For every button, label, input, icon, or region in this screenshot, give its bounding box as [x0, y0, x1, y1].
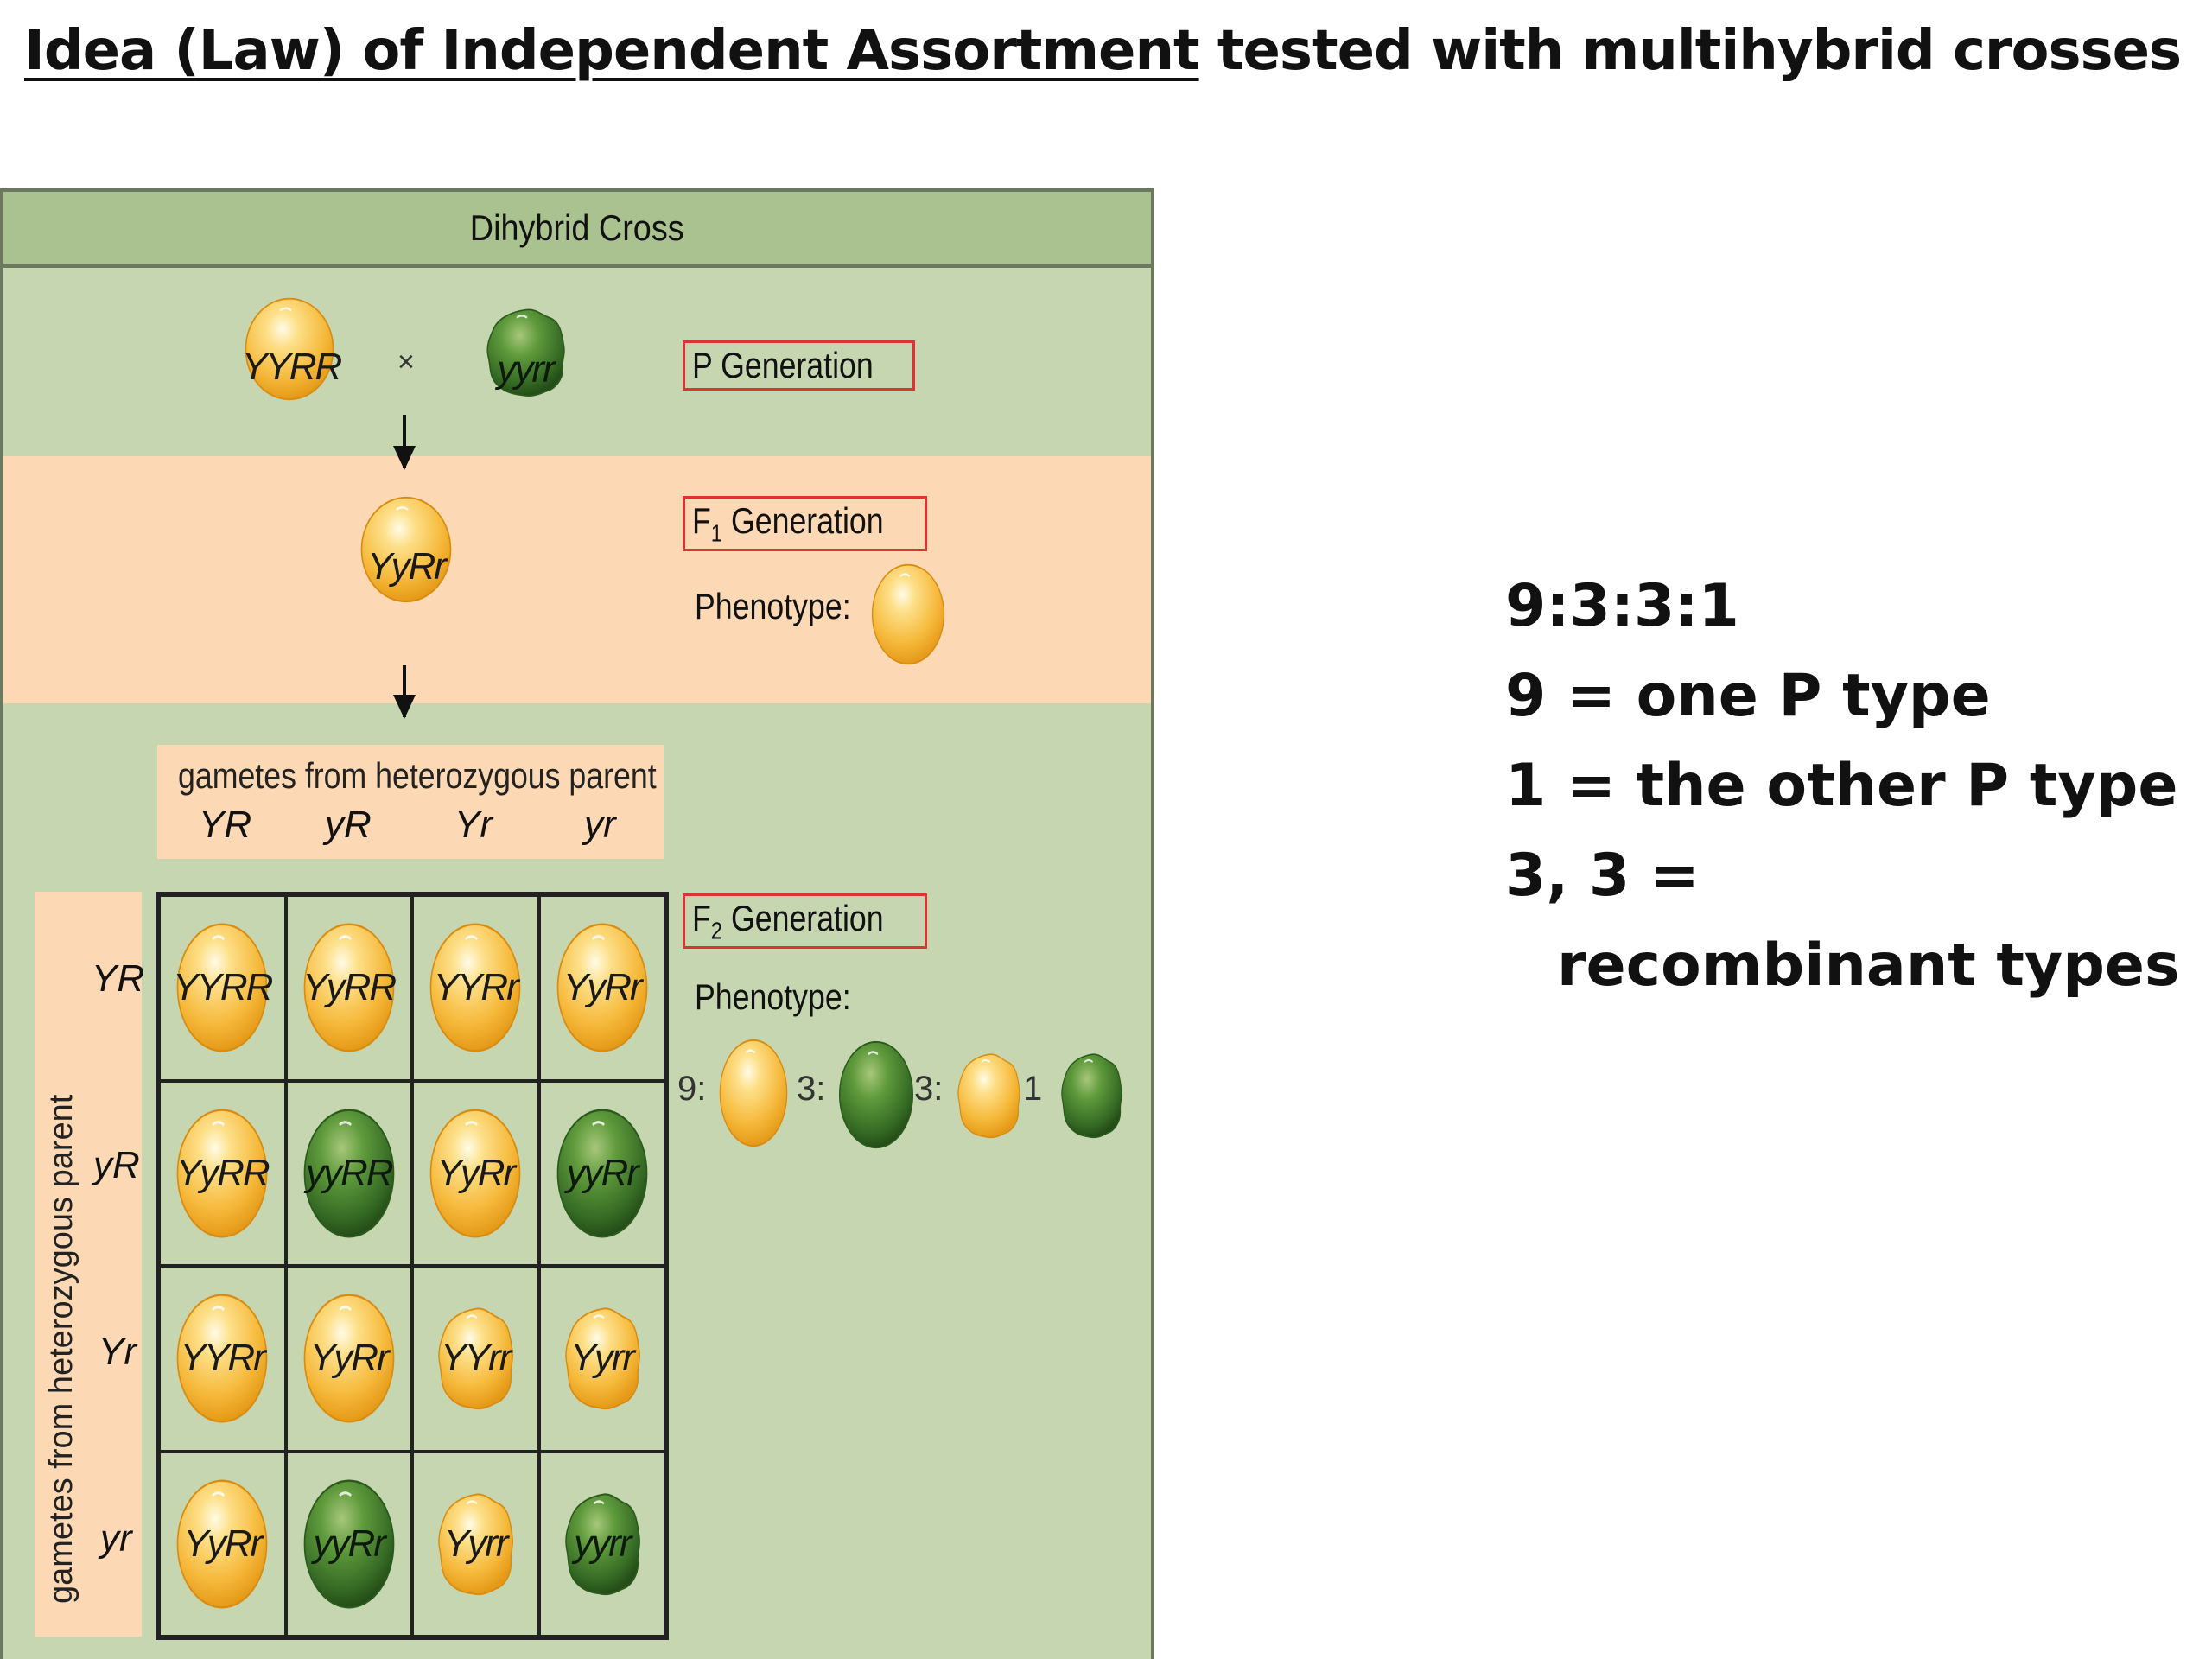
- punnett-genotype: yyRr: [313, 1522, 386, 1565]
- punnett-cell: Yyrr: [538, 1266, 665, 1452]
- f1-yellow-round-pea-icon: [358, 494, 454, 605]
- notes-line-1: 1 = the other P type: [1505, 752, 2178, 820]
- punnett-genotype: yyRr: [566, 1151, 639, 1194]
- notes-line-3-3: 3, 3 =: [1505, 842, 1700, 910]
- top-gamete-yR: yR: [325, 804, 372, 846]
- yellow-wrinkled-pea-icon: [954, 1049, 1023, 1142]
- punnett-genotype: YyRr: [436, 1151, 516, 1194]
- ratio-3-green: 3:: [797, 1070, 826, 1108]
- punnett-genotype: yyrr: [574, 1522, 632, 1565]
- green-wrinkled-pea-icon: [1058, 1049, 1125, 1142]
- punnett-cell: yyRR: [285, 1080, 412, 1266]
- punnett-genotype: YyRr: [183, 1522, 263, 1565]
- side-gamete-yR: yR: [93, 1144, 140, 1186]
- side-gametes-box: [35, 892, 142, 1637]
- ratio-9: 9:: [677, 1070, 707, 1108]
- punnett-cell: YyRr: [538, 895, 665, 1081]
- arrow-down-icon: [393, 415, 416, 470]
- punnett-genotype: Yyrr: [443, 1522, 509, 1565]
- punnett-genotype: YyRr: [563, 966, 643, 1009]
- side-gamete-YR: YR: [92, 957, 145, 1000]
- yellow-round-pea-icon: [301, 1291, 397, 1426]
- top-gamete-yr: yr: [584, 804, 616, 846]
- punnett-cell: YyRr: [285, 1266, 412, 1452]
- notes-line-ratio: 9:3:3:1: [1505, 572, 1739, 640]
- yellow-wrinkled-pea-icon: [561, 1302, 644, 1414]
- ratio-3-yellow-wrinkled: 3:: [914, 1070, 944, 1108]
- notes-line-9: 9 = one P type: [1505, 662, 1991, 730]
- p-generation-label: P Generation: [683, 340, 915, 391]
- punnett-genotype: Yyrr: [570, 1337, 635, 1380]
- green-round-pea-icon: [836, 1039, 916, 1151]
- punnett-cell: YyRr: [412, 1080, 539, 1266]
- punnett-cell: YyRr: [159, 1451, 286, 1637]
- yellow-round-pea-icon: [427, 1106, 524, 1241]
- f1-generation-label: F1 Generation: [683, 496, 927, 552]
- yellow-round-pea-icon: [717, 1037, 790, 1149]
- notes-line-recombinant: recombinant types: [1557, 931, 2180, 1000]
- parent-yellow-round-pea-icon: [242, 296, 337, 403]
- top-gametes-title: gametes from heterozygous parent: [178, 755, 657, 796]
- punnett-cell: YyRR: [159, 1080, 286, 1266]
- yellow-round-pea-icon: [174, 1106, 270, 1241]
- f1-phenotype-yellow-round-pea-icon: [869, 562, 947, 667]
- punnett-cell: YYrr: [412, 1266, 539, 1452]
- yellow-wrinkled-pea-icon: [434, 1302, 517, 1414]
- diagram-header: Dihybrid Cross: [3, 192, 1151, 268]
- punnett-cell: YyRR: [285, 895, 412, 1081]
- arrow-down-icon: [393, 665, 416, 719]
- top-gamete-Yr: Yr: [454, 804, 493, 846]
- yellow-round-pea-icon: [554, 920, 651, 1055]
- dihybrid-cross-diagram: Dihybrid Cross YYRR × yyrr P Generation …: [0, 188, 1154, 1659]
- side-gamete-Yr: Yr: [99, 1331, 137, 1373]
- punnett-genotype: YYrr: [441, 1337, 512, 1380]
- yellow-round-pea-icon: [174, 1291, 270, 1426]
- top-gamete-YR: YR: [199, 804, 252, 846]
- punnett-genotype: YYRr: [180, 1337, 266, 1380]
- parent-green-wrinkled-pea-icon: [482, 304, 569, 401]
- yellow-wrinkled-pea-icon: [434, 1488, 517, 1600]
- green-round-pea-icon: [554, 1106, 651, 1241]
- punnett-genotype: YyRR: [175, 1151, 270, 1194]
- side-gametes-title: gametes from heterozygous parent: [43, 1094, 79, 1604]
- f2-phenotype-label: Phenotype:: [695, 976, 851, 1017]
- punnett-cell: YYRR: [159, 895, 286, 1081]
- yellow-round-pea-icon: [174, 1477, 270, 1611]
- slide-title: Idea (Law) of Independent Assortment tes…: [24, 19, 2182, 83]
- punnett-cell: yyrr: [538, 1451, 665, 1637]
- explanation-notes: 9:3:3:1 9 = one P type 1 = the other P t…: [1505, 562, 2180, 1011]
- ratio-1: 1: [1023, 1070, 1043, 1108]
- f1-genotype: YyRr: [367, 545, 447, 588]
- yellow-round-pea-icon: [427, 920, 524, 1055]
- parent2-genotype: yyrr: [497, 348, 555, 391]
- yellow-round-pea-icon: [301, 920, 397, 1055]
- punnett-genotype: YYRr: [433, 966, 519, 1009]
- punnett-cell: YYRr: [159, 1266, 286, 1452]
- punnett-genotype: YYRR: [173, 966, 273, 1009]
- slide-title-rest: tested with multihybrid crosses: [1198, 19, 2182, 83]
- punnett-cell: Yyrr: [412, 1451, 539, 1637]
- punnett-genotype: yyRR: [305, 1151, 394, 1194]
- punnett-cell: yyRr: [538, 1080, 665, 1266]
- punnett-cell: yyRr: [285, 1451, 412, 1637]
- green-round-pea-icon: [301, 1477, 397, 1611]
- f1-phenotype-label: Phenotype:: [695, 586, 851, 626]
- green-wrinkled-pea-icon: [561, 1488, 644, 1600]
- punnett-genotype: YyRr: [309, 1337, 390, 1380]
- punnett-cell: YYRr: [412, 895, 539, 1081]
- top-gametes-box: [157, 745, 664, 859]
- punnett-genotype: YyRR: [302, 966, 397, 1009]
- green-round-pea-icon: [301, 1106, 397, 1241]
- f1-band: [3, 456, 1151, 703]
- side-gamete-yr: yr: [100, 1517, 132, 1560]
- parent1-genotype: YYRR: [242, 346, 342, 388]
- f2-generation-label: F2 Generation: [683, 893, 927, 950]
- yellow-round-pea-icon: [174, 920, 270, 1055]
- slide-title-underlined: Idea (Law) of Independent Assortment: [24, 19, 1200, 83]
- cross-symbol: ×: [397, 346, 415, 378]
